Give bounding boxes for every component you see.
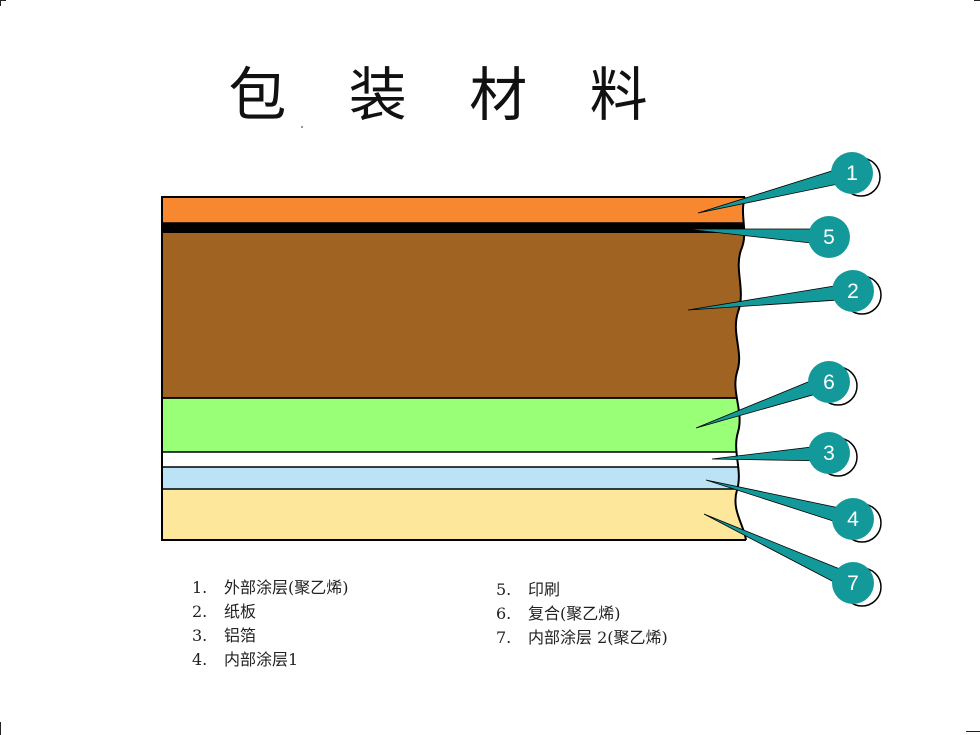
callout-badge [831, 152, 873, 194]
legend-right: 5.印刷 6.复合(聚乙烯) 7.内部涂层 2(聚乙烯) [496, 578, 668, 650]
layer-2 [162, 233, 752, 398]
title-dot [301, 126, 303, 128]
legend-item-6: 6.复合(聚乙烯) [496, 604, 621, 623]
callout-7: 7 [703, 513, 882, 607]
callout-6: 6 [695, 361, 858, 429]
legend-item-4: 4.内部涂层1 [192, 650, 299, 669]
callout-5: 5 [685, 216, 850, 258]
callout-group: 1 5 2 6 3 4 7 [685, 152, 882, 607]
legend-item-5: 5.印刷 [496, 580, 561, 599]
callout-badge [832, 498, 874, 540]
callout-label: 5 [823, 226, 835, 249]
callout-label: 7 [847, 572, 859, 595]
callout-label: 1 [846, 162, 858, 185]
callout-4: 4 [705, 479, 882, 543]
legend-item-1: 1.外部涂层(聚乙烯) [192, 578, 349, 597]
legend-item-2: 2.纸板 [192, 602, 257, 621]
callout-2: 2 [687, 270, 882, 315]
callout-label: 3 [823, 442, 835, 465]
layer-3 [162, 452, 752, 467]
callout-badge [832, 270, 874, 312]
callout-label: 4 [847, 508, 859, 531]
layer-4 [162, 467, 752, 489]
corner-mark-top-right [974, 0, 980, 1]
callout-badge [832, 562, 874, 604]
legend-item-3: 3.铝箔 [192, 626, 257, 645]
corner-mark-bottom-left [0, 722, 1, 735]
callout-label: 6 [823, 371, 835, 394]
legend-left: 1.外部涂层(聚乙烯) 2.纸板 3.铝箔 4.内部涂层1 [192, 576, 349, 672]
layer-7 [162, 489, 752, 540]
callout-badge [808, 361, 850, 403]
layer-stack [162, 197, 752, 540]
corner-mark-top-left-v [0, 0, 1, 6]
callout-label: 2 [847, 280, 859, 303]
corner-mark-top-left-h [0, 0, 6, 1]
layer-6 [162, 398, 752, 452]
layer-5 [162, 223, 752, 233]
callout-badge [808, 432, 850, 474]
corner-mark-bottom-right [966, 731, 980, 732]
callout-3: 3 [711, 432, 858, 477]
page-title: 包 装 材 料 [228, 61, 670, 129]
layer-1 [162, 197, 752, 223]
legend-item-7: 7.内部涂层 2(聚乙烯) [496, 628, 668, 647]
callout-badge [808, 216, 850, 258]
stack-border [161, 196, 746, 541]
callout-1: 1 [697, 152, 881, 214]
callout-pointer [697, 164, 855, 214]
